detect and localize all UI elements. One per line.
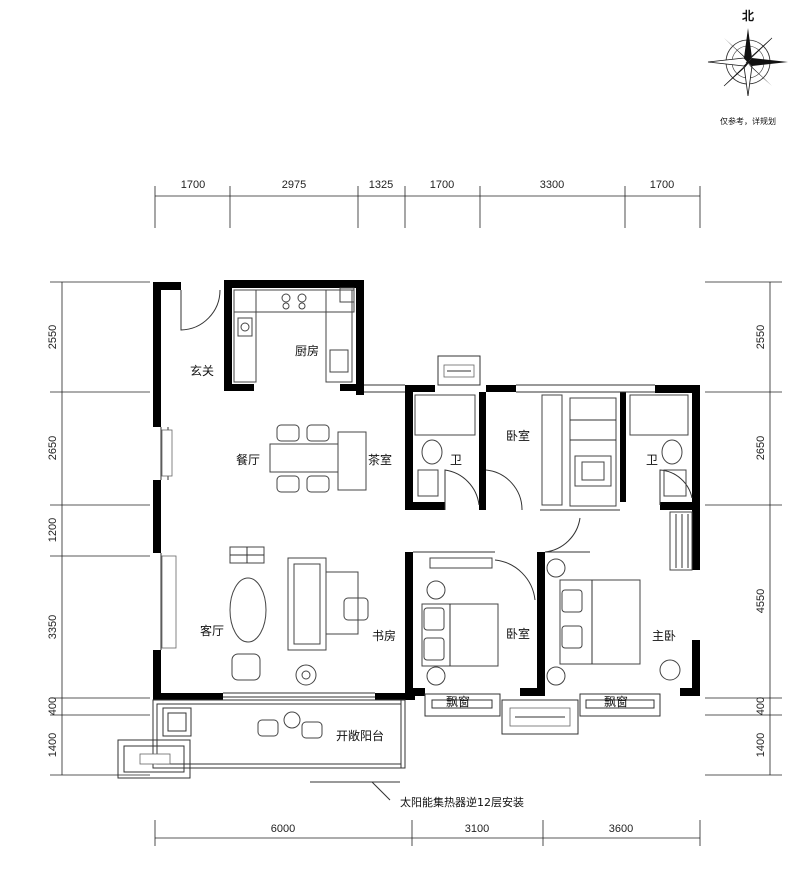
label-study: 书房	[372, 628, 396, 643]
dim-left-1: 2550	[47, 325, 59, 349]
label-bedroom-top: 卧室	[506, 428, 530, 443]
dining-furniture	[269, 424, 367, 493]
dim-top-2: 2975	[282, 179, 306, 191]
dim-right-4: 400	[755, 697, 767, 715]
balcony	[117, 699, 406, 801]
dim-bottom-2: 3100	[465, 823, 489, 835]
label-foyer: 玄关	[190, 363, 214, 378]
compass-disclaimer: 仅参考，详规划	[720, 116, 776, 126]
label-kitchen: 厨房	[295, 343, 319, 358]
dim-top-5: 3300	[540, 179, 564, 191]
dimension-left: 2550 2650 1200 3350 400 1400	[47, 281, 150, 776]
living-furniture	[229, 546, 369, 686]
room-labels: 玄关 厨房 餐厅 茶室 客厅 书房 卫 卧室 卫 卧室 主卧 飘窗 飘窗 开敞阳…	[190, 343, 676, 809]
top-bedroom-furniture	[541, 394, 617, 507]
label-bathroom-right: 卫	[646, 453, 658, 467]
dim-bottom-1: 6000	[271, 823, 295, 835]
dim-top-6: 1700	[650, 179, 674, 191]
dim-left-4: 3350	[47, 615, 59, 639]
dim-left-3: 1200	[47, 518, 59, 542]
compass-needle-icon	[744, 28, 752, 62]
label-bay-left: 飘窗	[446, 695, 470, 709]
dimension-bottom: 6000 3100 3600	[154, 820, 701, 846]
dim-right-5: 1400	[755, 733, 767, 757]
dim-top-1: 1700	[181, 179, 205, 191]
dim-bottom-3: 3600	[609, 823, 633, 835]
bathroom-fixtures	[414, 394, 689, 497]
label-living: 客厅	[200, 623, 224, 638]
label-dining: 餐厅	[236, 452, 260, 467]
dim-left-5: 400	[47, 697, 59, 715]
dimension-right: 2550 2650 4550 400 1400	[705, 281, 782, 776]
bay-windows	[424, 693, 661, 735]
dim-top-4: 1700	[430, 179, 454, 191]
label-tea-room: 茶室	[368, 452, 392, 467]
label-master: 主卧	[652, 629, 676, 643]
dimension-top: 1700 2975 1325 1700 3300 1700	[154, 179, 701, 228]
dim-right-2: 2650	[755, 436, 767, 460]
dim-right-3: 4550	[755, 589, 767, 613]
master-bedroom-furniture	[546, 511, 693, 686]
label-bathroom-left: 卫	[450, 453, 462, 467]
label-bedroom-mid: 卧室	[506, 626, 530, 641]
dim-right-1: 2550	[755, 325, 767, 349]
top-window-bay	[437, 355, 481, 386]
compass: 北 仅参考，详规划	[707, 8, 788, 126]
label-bay-right: 飘窗	[604, 695, 628, 709]
walls	[153, 280, 700, 700]
dim-left-2: 2650	[47, 436, 59, 460]
label-solar-note: 太阳能集热器逆12层安装	[400, 795, 524, 809]
label-balcony: 开敞阳台	[336, 728, 384, 743]
compass-north-label: 北	[742, 8, 754, 23]
mid-bedroom-furniture	[421, 557, 499, 686]
dim-left-6: 1400	[47, 733, 59, 757]
partitions	[160, 289, 693, 698]
dim-top-3: 1325	[369, 179, 393, 191]
kitchen-fixtures	[233, 287, 355, 383]
